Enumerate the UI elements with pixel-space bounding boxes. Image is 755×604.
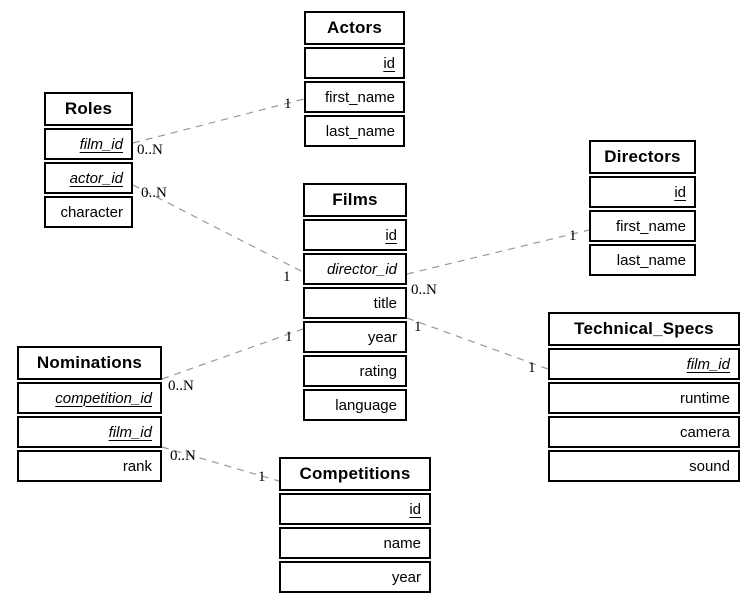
cardinality-films-directors-directors-end: 1 <box>569 228 577 244</box>
entity-competitions-title: Competitions <box>279 457 431 491</box>
table-row: camera <box>548 416 740 448</box>
column-technical-specs-runtime: runtime <box>679 389 730 407</box>
entity-films: Films id director_id title year rating l… <box>303 183 407 421</box>
column-technical-specs-film-id: film_id <box>686 355 730 373</box>
cardinality-films-technical-specs-specs-end: 1 <box>528 360 536 376</box>
column-actors-first-name: first_name <box>324 88 395 106</box>
column-actors-last-name: last_name <box>325 122 395 140</box>
column-films-title: title <box>373 294 397 312</box>
column-actors-id: id <box>383 54 395 72</box>
cardinality-roles-actors-actors-end: 1 <box>284 96 292 112</box>
table-row: id <box>304 47 405 79</box>
table-row: year <box>279 561 431 593</box>
table-row: competition_id <box>17 382 162 414</box>
cardinality-films-directors-films-end: 0..N <box>411 282 437 298</box>
table-row: first_name <box>304 81 405 113</box>
table-row: film_id <box>44 128 133 160</box>
cardinality-nominations-films-nominations-end: 0..N <box>168 378 194 394</box>
table-row: rating <box>303 355 407 387</box>
table-row: last_name <box>589 244 696 276</box>
entity-actors: Actors id first_name last_name <box>304 11 405 147</box>
column-films-id: id <box>385 226 397 244</box>
entity-films-title: Films <box>303 183 407 217</box>
cardinality-nominations-competitions-competitions-end: 1 <box>258 469 266 485</box>
cardinality-roles-films-films-end: 1 <box>283 269 291 285</box>
column-roles-character: character <box>60 203 123 221</box>
table-row: director_id <box>303 253 407 285</box>
column-technical-specs-camera: camera <box>679 423 730 441</box>
relationship-roles-films-line <box>132 184 304 273</box>
column-films-rating: rating <box>359 362 397 380</box>
table-row: actor_id <box>44 162 133 194</box>
column-technical-specs-sound: sound <box>689 457 730 475</box>
table-row: runtime <box>548 382 740 414</box>
relationship-roles-actors-line <box>132 98 305 144</box>
table-row: id <box>303 219 407 251</box>
cardinality-roles-films-roles-end: 0..N <box>141 185 167 201</box>
entity-technical-specs: Technical_Specs film_id runtime camera s… <box>548 312 740 482</box>
column-nominations-film-id: film_id <box>108 423 152 441</box>
table-row: language <box>303 389 407 421</box>
relationship-films-directors-line <box>406 229 590 275</box>
table-row: sound <box>548 450 740 482</box>
table-row: rank <box>17 450 162 482</box>
table-row: first_name <box>589 210 696 242</box>
entity-roles: Roles film_id actor_id character <box>44 92 133 228</box>
table-row: last_name <box>304 115 405 147</box>
cardinality-nominations-films-films-end: 1 <box>285 329 293 345</box>
column-roles-film-id: film_id <box>79 135 123 153</box>
entity-actors-title: Actors <box>304 11 405 45</box>
table-row: film_id <box>17 416 162 448</box>
table-row: id <box>279 493 431 525</box>
column-films-language: language <box>335 396 397 414</box>
column-competitions-name: name <box>383 534 421 552</box>
column-competitions-id: id <box>409 500 421 518</box>
column-directors-id: id <box>674 183 686 201</box>
relationship-films-technical-specs-line <box>406 317 549 370</box>
table-row: id <box>589 176 696 208</box>
cardinality-nominations-competitions-nominations-end: 0..N <box>170 448 196 464</box>
cardinality-films-technical-specs-films-end: 1 <box>414 319 422 335</box>
entity-technical-specs-title: Technical_Specs <box>548 312 740 346</box>
entity-directors: Directors id first_name last_name <box>589 140 696 276</box>
column-nominations-competition-id: competition_id <box>55 389 152 407</box>
column-films-year: year <box>367 328 397 346</box>
column-roles-actor-id: actor_id <box>69 169 123 187</box>
table-row: film_id <box>548 348 740 380</box>
column-directors-last-name: last_name <box>616 251 686 269</box>
column-films-director-id: director_id <box>326 260 397 278</box>
entity-competitions: Competitions id name year <box>279 457 431 593</box>
relationship-nominations-films-line <box>161 328 304 380</box>
column-directors-first-name: first_name <box>615 217 686 235</box>
entity-roles-title: Roles <box>44 92 133 126</box>
table-row: year <box>303 321 407 353</box>
entity-directors-title: Directors <box>589 140 696 174</box>
column-competitions-year: year <box>391 568 421 586</box>
entity-nominations-title: Nominations <box>17 346 162 380</box>
table-row: title <box>303 287 407 319</box>
table-row: character <box>44 196 133 228</box>
entity-nominations: Nominations competition_id film_id rank <box>17 346 162 482</box>
table-row: name <box>279 527 431 559</box>
cardinality-roles-actors-roles-end: 0..N <box>137 142 163 158</box>
column-nominations-rank: rank <box>122 457 152 475</box>
